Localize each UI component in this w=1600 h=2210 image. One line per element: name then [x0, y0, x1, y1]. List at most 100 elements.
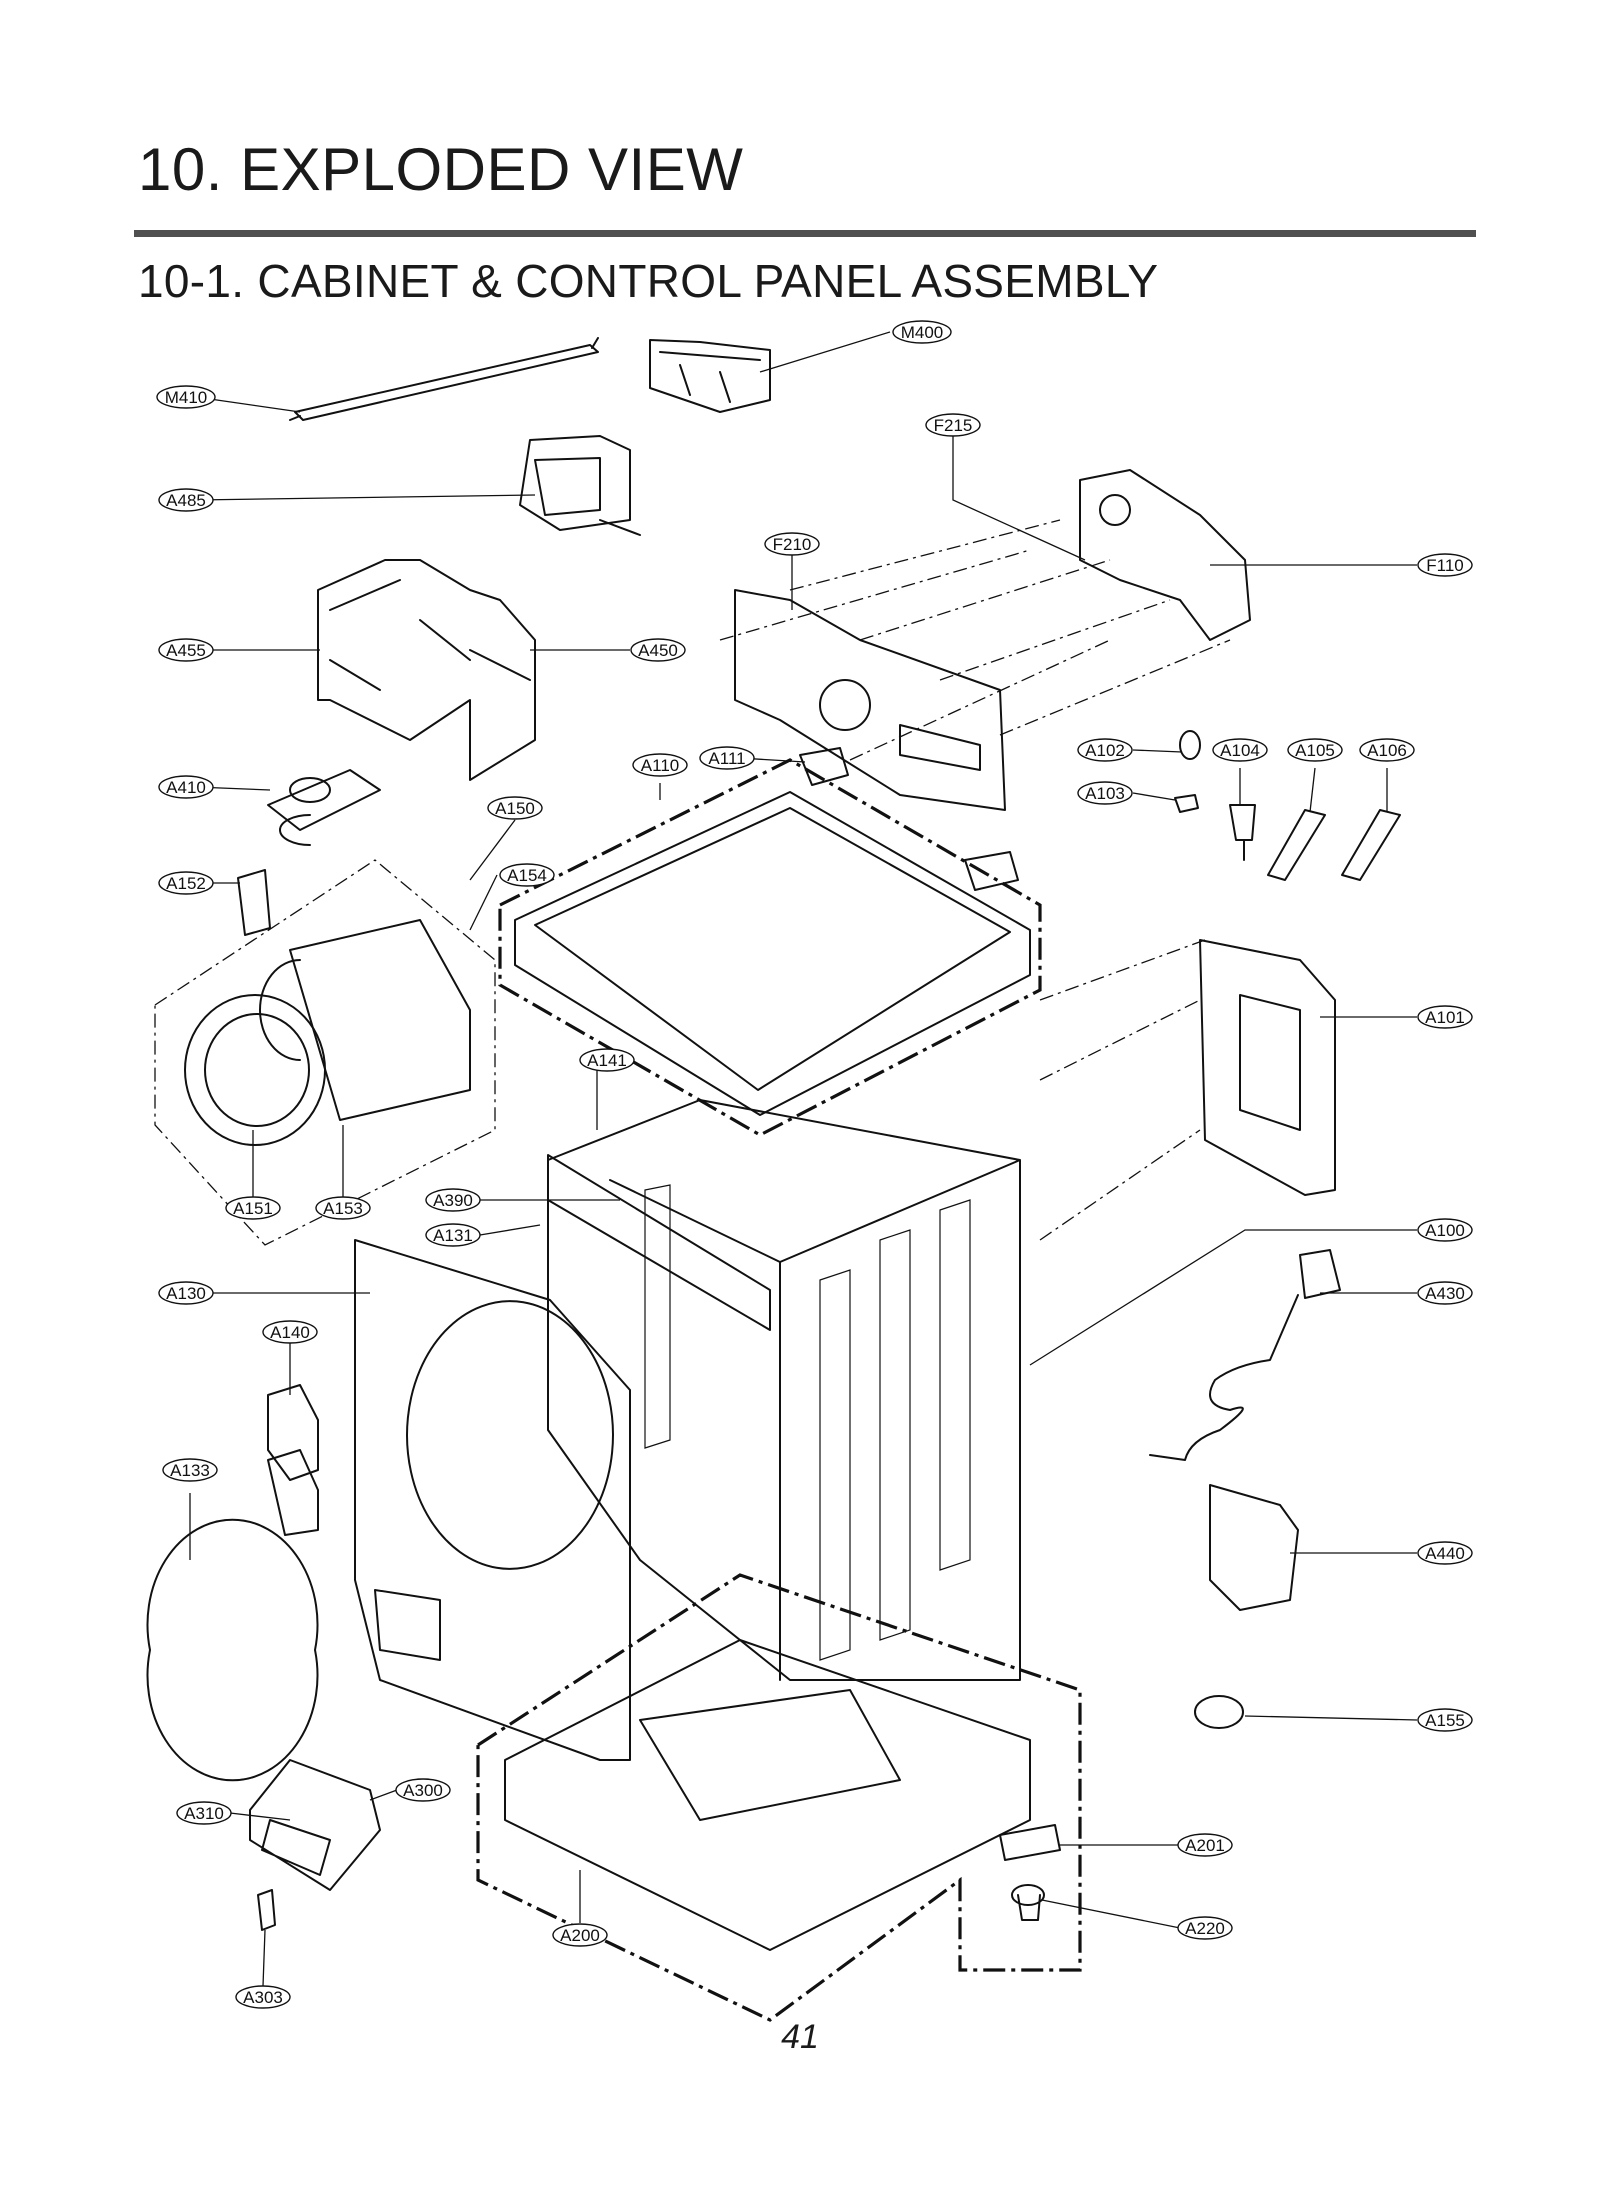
callout-a152: A152	[158, 871, 214, 895]
svg-text:A303: A303	[243, 1988, 283, 2007]
callout-a430: A430	[1417, 1281, 1473, 1305]
svg-text:A485: A485	[166, 491, 206, 510]
svg-text:A152: A152	[166, 874, 206, 893]
callout-a390: A390	[425, 1188, 481, 1212]
part-a150-drum-body	[259, 919, 471, 1121]
part-a440-filter	[1209, 1484, 1299, 1611]
callout-a110: A110	[632, 753, 688, 777]
part-a152-latch	[237, 869, 271, 936]
svg-text:A153: A153	[323, 1199, 363, 1218]
svg-text:A200: A200	[560, 1926, 600, 1945]
guide-lines-panel	[719, 519, 1231, 761]
callout-a141: A141	[579, 1048, 635, 1072]
callout-a155: A155	[1417, 1708, 1473, 1732]
part-a485-housing	[519, 435, 641, 536]
svg-text:A131: A131	[433, 1226, 473, 1245]
callout-f210: F210	[764, 532, 820, 556]
svg-text:A310: A310	[184, 1804, 224, 1823]
part-a155-plug	[1194, 1695, 1244, 1729]
svg-text:F110: F110	[1426, 556, 1464, 575]
part-a151-drum-ring	[184, 994, 326, 1146]
part-drawings	[146, 337, 1401, 2022]
svg-text:A101: A101	[1425, 1008, 1465, 1027]
part-a105	[1267, 809, 1326, 881]
svg-text:M400: M400	[901, 323, 944, 342]
part-a103	[1174, 794, 1199, 813]
callout-a104: A104	[1212, 738, 1268, 762]
callout-f215: F215	[925, 413, 981, 437]
svg-text:A111: A111	[708, 749, 745, 768]
callout-a200: A200	[552, 1923, 608, 1947]
part-m410-bracket	[289, 337, 599, 421]
svg-text:A110: A110	[641, 756, 679, 775]
callout-a440: A440	[1417, 1541, 1473, 1565]
svg-text:A105: A105	[1295, 741, 1335, 760]
svg-text:A106: A106	[1367, 741, 1407, 760]
part-f110-frame	[1079, 469, 1251, 641]
part-a201-bracket	[999, 1824, 1061, 1861]
svg-text:A141: A141	[587, 1051, 627, 1070]
callout-a310: A310	[176, 1801, 232, 1825]
svg-text:A300: A300	[403, 1781, 443, 1800]
guide-back-panel	[1039, 939, 1206, 1241]
callout-m400: M400	[892, 320, 952, 344]
svg-text:A133: A133	[170, 1461, 210, 1480]
svg-text:A140: A140	[270, 1323, 310, 1342]
svg-text:F215: F215	[934, 416, 973, 435]
part-a410-pump	[267, 769, 381, 846]
guide-top-cover	[498, 758, 1042, 1137]
part-a140-hinge	[267, 1384, 319, 1536]
callout-m410: M410	[156, 385, 216, 409]
callouts: M410 M400 F215 A485 F210 F110 A455 A450 …	[156, 320, 1473, 2009]
callout-a303: A303	[235, 1985, 291, 2009]
callout-a220: A220	[1177, 1916, 1233, 1940]
part-f210-control-panel	[734, 589, 1006, 811]
svg-text:A201: A201	[1185, 1836, 1225, 1855]
svg-text:A430: A430	[1425, 1284, 1465, 1303]
callout-a154: A154	[499, 863, 555, 887]
callout-a102: A102	[1077, 738, 1133, 762]
callout-a153: A153	[315, 1196, 371, 1220]
callout-a131: A131	[425, 1223, 481, 1247]
callout-a485: A485	[158, 488, 214, 512]
part-a100-cabinet-body	[547, 1099, 1021, 1681]
callout-a151: A151	[225, 1196, 281, 1220]
part-a102	[1179, 730, 1201, 760]
svg-text:A103: A103	[1085, 784, 1125, 803]
callout-a201: A201	[1177, 1833, 1233, 1857]
callout-a130: A130	[158, 1281, 214, 1305]
part-m400-module	[649, 339, 771, 413]
part-a100-cabinet-ribs	[644, 1184, 971, 1661]
leader-lines	[189, 331, 1418, 1987]
callout-a100: A100	[1417, 1218, 1473, 1242]
part-a430-power-cord	[1149, 1249, 1341, 1461]
part-a300-a310-box	[249, 1759, 381, 1891]
svg-text:A100: A100	[1425, 1221, 1465, 1240]
svg-text:A102: A102	[1085, 741, 1125, 760]
svg-text:A440: A440	[1425, 1544, 1465, 1563]
callout-a455: A455	[158, 638, 214, 662]
callout-a140: A140	[262, 1320, 318, 1344]
svg-text:A104: A104	[1220, 741, 1260, 760]
callout-a103: A103	[1077, 781, 1133, 805]
part-a390-front-brace	[547, 1154, 771, 1331]
svg-text:A151: A151	[233, 1199, 273, 1218]
svg-text:A455: A455	[166, 641, 206, 660]
page-title: 10. EXPLODED VIEW	[138, 136, 744, 203]
part-a101-back-panel	[1199, 939, 1336, 1196]
callout-a106: A106	[1359, 738, 1415, 762]
svg-text:M410: M410	[165, 388, 208, 407]
title-rule	[134, 230, 1476, 237]
part-a104	[1229, 804, 1256, 861]
svg-text:A220: A220	[1185, 1919, 1225, 1938]
callout-f110: F110	[1417, 553, 1473, 577]
callout-a300: A300	[395, 1778, 451, 1802]
part-a130-front-panel	[354, 1239, 631, 1761]
part-a111-hinge	[799, 747, 849, 786]
callout-a150: A150	[487, 796, 543, 820]
section-title: 10-1. CABINET & CONTROL PANEL ASSEMBLY	[138, 255, 1159, 307]
svg-text:A410: A410	[166, 778, 206, 797]
svg-text:A390: A390	[433, 1191, 473, 1210]
callout-a105: A105	[1287, 738, 1343, 762]
